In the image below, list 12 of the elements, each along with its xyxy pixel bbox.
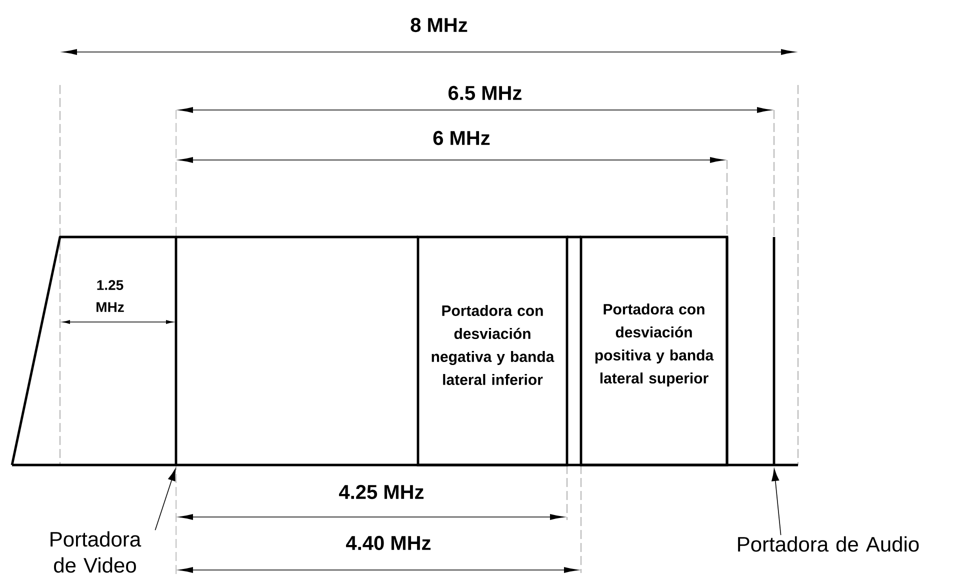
dimension-label: 8 MHz xyxy=(410,18,468,32)
leader-arrow xyxy=(772,468,782,536)
carrier-label: Portadora de Video xyxy=(50,531,142,573)
dimension-label: 1.25 MHz xyxy=(96,280,124,312)
band-box: Portadora con desviación negativa y banda lateral inferior xyxy=(416,236,568,466)
band-box: Portadora con desviación positiva y banda lateral superior xyxy=(580,236,728,466)
leader-arrow xyxy=(154,468,176,530)
dimension-label: 6.5 MHz xyxy=(448,86,522,100)
dimension-label: 4.25 MHz xyxy=(339,484,424,500)
dimension-label: 6 MHz xyxy=(433,130,490,146)
carrier-label: Portadora de Audio xyxy=(738,536,919,552)
dimension-label: 4.40 MHz xyxy=(346,536,431,550)
